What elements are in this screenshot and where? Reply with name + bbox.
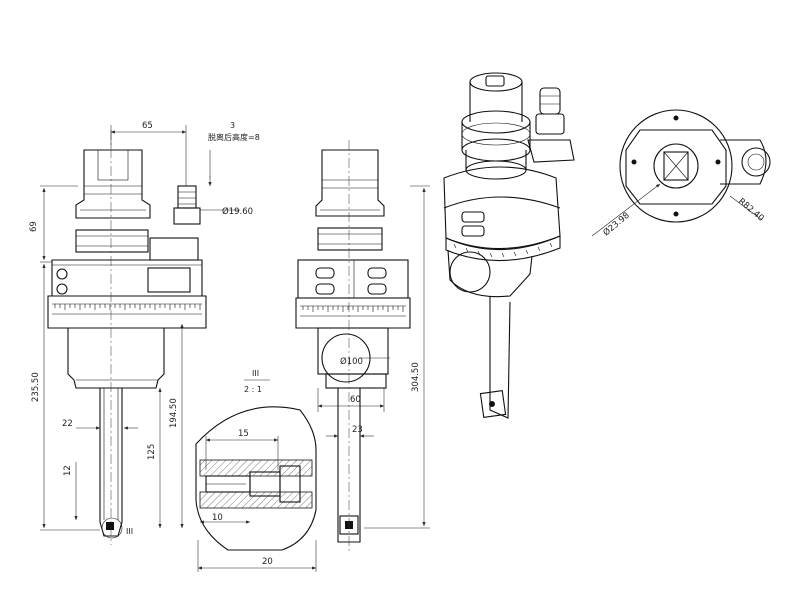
dim-r82-40: R82.40 [736, 197, 766, 224]
dim-19-60: Ø19.60 [222, 206, 253, 217]
dim-235-50: 235.50 [31, 372, 41, 402]
dim-23: 23 [352, 425, 363, 435]
note-number: 3 [230, 121, 235, 130]
dim-100: Ø100 [340, 356, 363, 367]
dim-125: 125 [147, 444, 157, 460]
scale-ring-ticks [52, 303, 202, 315]
detail-dim-10: 10 [212, 513, 223, 523]
dim-23-98: Ø23.98 [601, 210, 632, 238]
dim-22: 22 [62, 419, 73, 429]
dim-12: 12 [63, 465, 73, 476]
dim-194-50: 194.50 [169, 398, 179, 428]
note-height: 脱离后高度=8 [208, 132, 260, 142]
detail-dim-15: 15 [238, 429, 249, 439]
front-dimensions [40, 125, 240, 531]
side-view: 60 23 Ø100 304.50 [295, 140, 430, 552]
dim-304-50: 304.50 [411, 362, 421, 392]
top-view: Ø23.98 R82.40 [591, 109, 771, 238]
dim-69: 69 [29, 221, 39, 232]
dim-60: 60 [350, 395, 361, 405]
dim-65: 65 [142, 121, 153, 131]
detail-scale: 2 : 1 [244, 385, 262, 394]
detail-view: III 2 : 1 15 10 20 [195, 369, 317, 572]
front-view: 65 3 脱离后高度=8 69 Ø19.60 235.50 22 12 125 … [29, 121, 260, 545]
isometric-view [443, 72, 575, 419]
detail-mark-iii: III [126, 527, 133, 536]
detail-label: III [252, 369, 259, 378]
detail-dim-20: 20 [262, 557, 273, 567]
